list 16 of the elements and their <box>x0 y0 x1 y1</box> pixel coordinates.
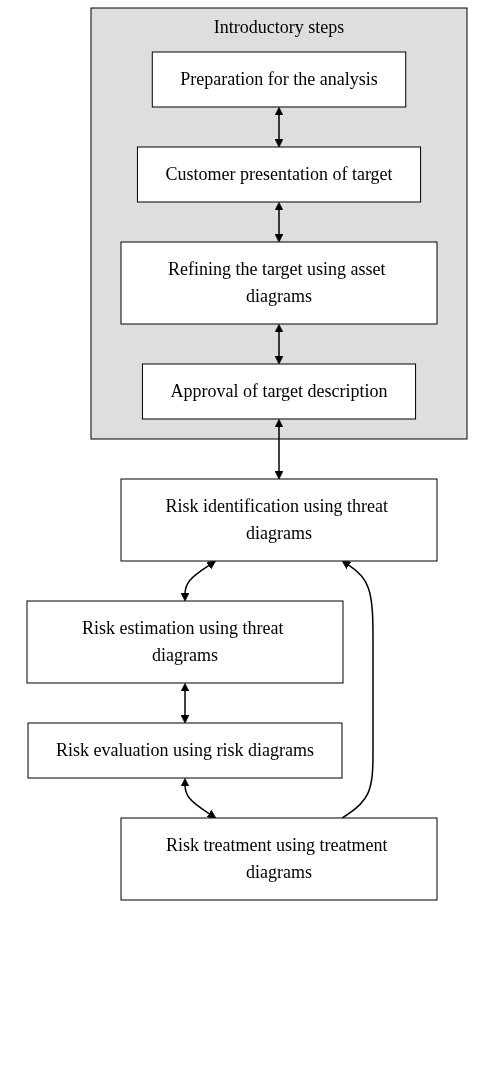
arrow <box>180 683 189 724</box>
node-box: Refining the target using asset diagrams <box>120 241 437 325</box>
arrow <box>340 560 374 819</box>
arrow <box>274 419 283 480</box>
arrow <box>180 560 216 602</box>
node-box: Risk estimation using threat diagrams <box>26 600 343 684</box>
node-box: Risk identification using threat diagrams <box>120 478 437 562</box>
node-box: Risk evaluation using risk diagrams <box>27 722 342 779</box>
node-box: Risk treatment using treatment diagrams <box>120 817 437 901</box>
arrow <box>274 202 283 243</box>
node-box: Approval of target description <box>141 363 416 420</box>
arrow <box>180 778 216 819</box>
node-box: Customer presentation of target <box>136 146 421 203</box>
arrow <box>274 324 283 365</box>
node-box: Preparation for the analysis <box>151 51 406 108</box>
arrow <box>274 107 283 148</box>
